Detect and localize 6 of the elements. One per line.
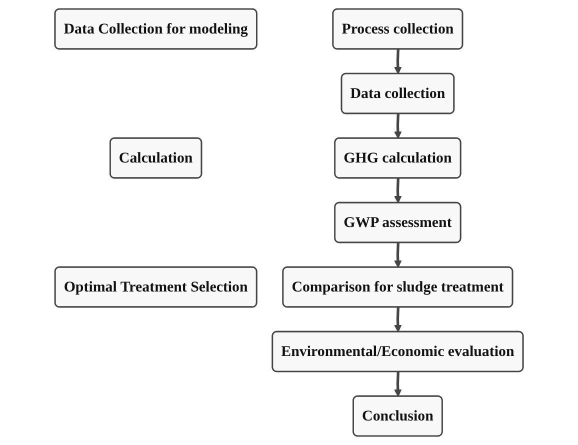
arrow <box>394 242 402 268</box>
arrow <box>394 114 402 139</box>
arrow <box>394 178 402 204</box>
arrow <box>394 372 402 397</box>
arrow <box>394 307 402 332</box>
arrow <box>394 49 402 74</box>
